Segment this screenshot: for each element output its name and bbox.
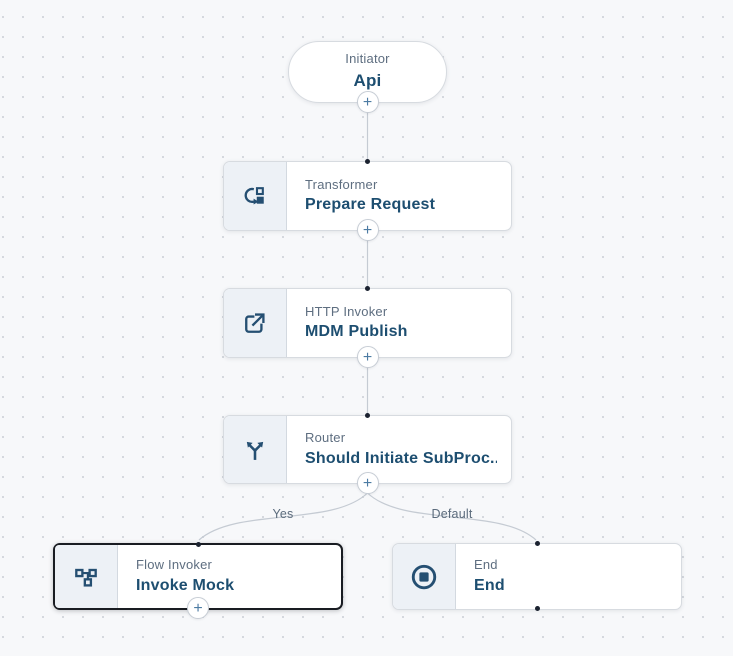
node-type-label: Transformer	[305, 176, 378, 192]
connection-point	[365, 159, 370, 164]
node-name-label: Prepare Request	[305, 196, 436, 214]
add-step-button[interactable]: +	[356, 91, 379, 113]
connection-point	[365, 286, 370, 291]
node-name-label: Api	[353, 70, 382, 90]
add-step-button[interactable]: +	[356, 472, 379, 494]
add-step-button[interactable]: +	[187, 597, 209, 619]
edge-label-yes: Yes	[272, 507, 294, 521]
node-end[interactable]: End End	[392, 541, 682, 611]
node-http-invoker[interactable]: HTTP Invoker MDM Publish +	[223, 286, 512, 368]
node-name-label: MDM Publish	[305, 323, 408, 341]
node-router[interactable]: Router Should Initiate SubProc... +	[223, 413, 512, 494]
node-transformer[interactable]: Transformer Prepare Request +	[223, 159, 512, 241]
transform-icon	[224, 162, 287, 230]
node-type-label: Initiator	[345, 51, 390, 67]
connection-point	[534, 606, 540, 611]
node-flow-invoker[interactable]: Flow Invoker Invoke Mock +	[53, 542, 343, 619]
branch-split-icon	[224, 416, 287, 483]
node-initiator[interactable]: Initiator Api +	[288, 41, 447, 113]
node-type-label: End	[474, 557, 498, 573]
stop-icon	[393, 544, 456, 609]
node-name-label: Invoke Mock	[136, 576, 235, 594]
connection-point	[365, 413, 370, 418]
connection-point	[195, 542, 201, 547]
node-type-label: Router	[305, 430, 346, 446]
node-type-label: Flow Invoker	[136, 557, 213, 573]
add-step-button[interactable]: +	[356, 219, 379, 241]
sitemap-icon	[55, 545, 118, 608]
node-type-label: HTTP Invoker	[305, 303, 388, 319]
node-name-label: Should Initiate SubProc...	[305, 449, 497, 467]
edge-label-default: Default	[431, 507, 473, 521]
external-link-icon	[224, 289, 287, 357]
add-step-button[interactable]: +	[356, 346, 379, 368]
connection-point	[534, 541, 540, 546]
node-name-label: End	[474, 576, 505, 594]
